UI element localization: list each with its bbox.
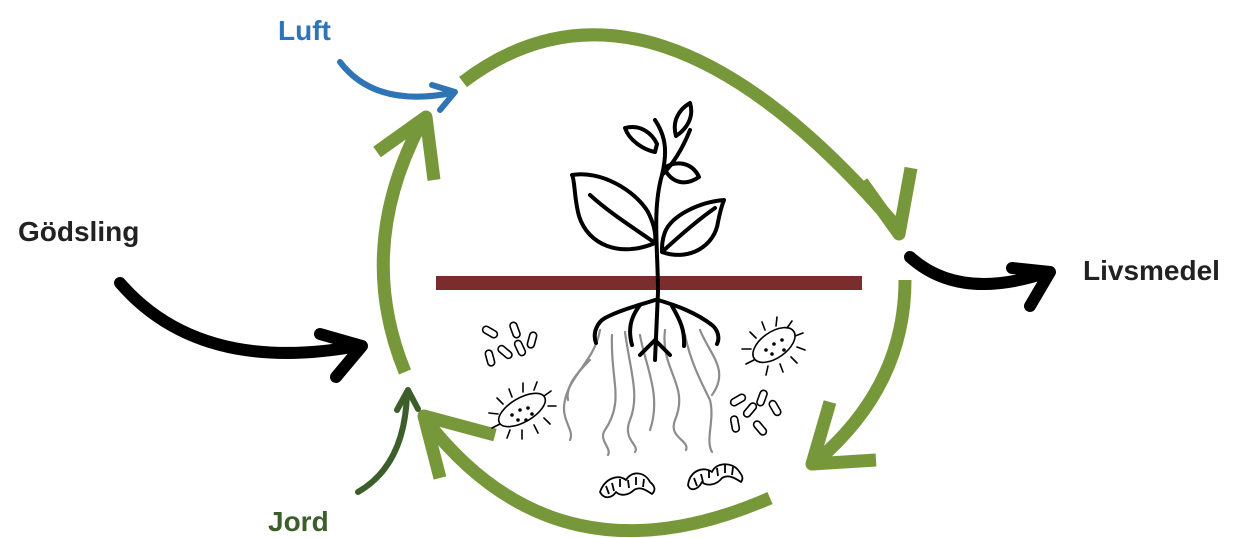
label-godsling: Gödsling xyxy=(18,218,139,246)
label-luft: Luft xyxy=(278,17,331,45)
plant-icon xyxy=(572,103,724,360)
cycle-arrow-top xyxy=(463,35,895,225)
livsmedel-arrow xyxy=(910,257,1050,306)
ground-line xyxy=(436,276,862,290)
luft-arrow xyxy=(340,62,455,110)
worm-icon xyxy=(688,464,742,489)
cycle-arrow-right xyxy=(818,280,905,460)
cycle-arrow-bottom-head xyxy=(424,416,495,478)
cycle-arrow-left xyxy=(383,125,420,372)
fine-roots xyxy=(564,330,719,455)
bacteria-icon xyxy=(742,317,805,375)
godsling-arrow xyxy=(120,283,362,377)
bacteria-icon xyxy=(729,389,782,436)
worm-icon xyxy=(600,473,654,497)
label-livsmedel: Livsmedel xyxy=(1083,257,1220,285)
bacteria-icon xyxy=(489,382,556,439)
bacteria-icon xyxy=(481,321,537,366)
label-jord: Jord xyxy=(268,508,329,536)
jord-arrow xyxy=(358,390,418,492)
cycle-arrow-top-head xyxy=(862,168,911,234)
